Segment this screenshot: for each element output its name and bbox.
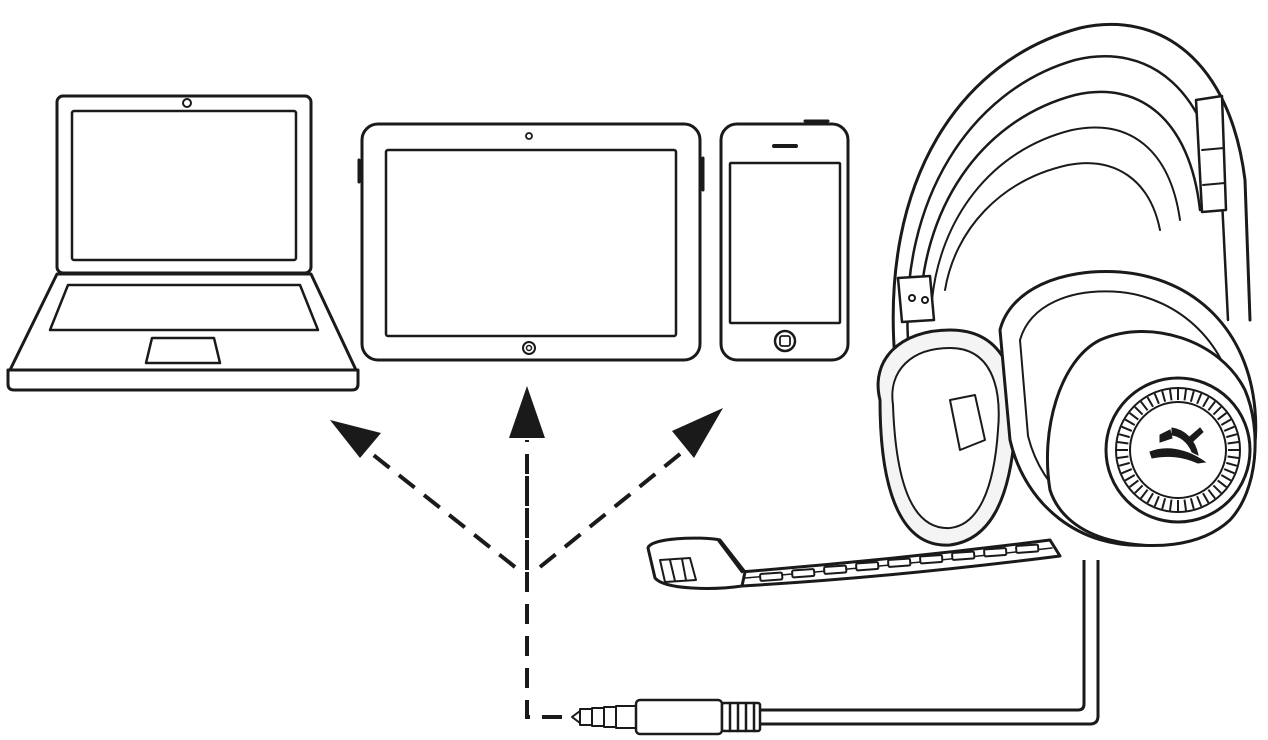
- grille-tick: [1140, 489, 1149, 500]
- arrowhead-laptop: [330, 420, 381, 458]
- boom-segment: [1015, 543, 1040, 554]
- grille-tick: [1161, 390, 1167, 402]
- grille-tick: [1202, 396, 1210, 408]
- grille-tick: [1128, 412, 1139, 421]
- boom-segment: [823, 564, 848, 575]
- grille-tick: [1121, 425, 1133, 432]
- grille-tick: [1124, 474, 1136, 482]
- grille-tick: [1161, 498, 1167, 510]
- grille-tick: [1202, 492, 1210, 504]
- boom-segment: [887, 557, 912, 568]
- grille-tick: [1227, 455, 1239, 459]
- grille-tick: [1153, 393, 1160, 405]
- boom-segment: [983, 547, 1008, 558]
- dashed-arrows: [330, 386, 723, 719]
- grille-tick: [1169, 499, 1173, 511]
- grille-tick: [1146, 492, 1154, 504]
- grille-tick: [1220, 474, 1232, 482]
- grille-tick: [1220, 418, 1232, 426]
- grille-tick: [1134, 406, 1144, 416]
- grille-tick: [1183, 499, 1187, 511]
- grille-tick: [1226, 461, 1238, 467]
- arrowhead-phone: [672, 408, 723, 458]
- arrow-to-laptop: [360, 444, 517, 569]
- grille-tick: [1217, 412, 1228, 421]
- boom-segment: [855, 561, 880, 572]
- grille-tick: [1117, 455, 1129, 459]
- grille-tick: [1196, 495, 1203, 507]
- grille-tick: [1183, 389, 1187, 401]
- grille-tick: [1169, 389, 1173, 401]
- grille-tick: [1121, 468, 1133, 475]
- grille-tick: [1140, 400, 1149, 411]
- boom-segments: [759, 543, 1040, 582]
- hyperx-logo: [1149, 427, 1207, 464]
- boom-segment: [919, 554, 944, 565]
- grille-tick: [1117, 441, 1129, 445]
- grille-tick: [1128, 479, 1139, 488]
- boom-segment: [791, 568, 816, 579]
- grille-tick: [1196, 393, 1203, 405]
- grille-tick: [1212, 406, 1222, 416]
- smartphone-icon: [719, 119, 850, 362]
- tablet-icon: [357, 122, 705, 362]
- grille-tick: [1189, 390, 1195, 402]
- microphone-boom: [646, 536, 1062, 590]
- grille-tick: [1226, 433, 1238, 439]
- boom-segment: [759, 571, 784, 582]
- grille-tick: [1217, 479, 1228, 488]
- grille-tick: [1124, 418, 1136, 426]
- laptop-icon: [6, 94, 360, 392]
- grille-tick: [1207, 489, 1216, 500]
- headset-cable: [760, 560, 1100, 726]
- grille-tick: [1207, 400, 1216, 411]
- arrow-stem: [525, 460, 562, 719]
- grille-tick: [1227, 441, 1239, 445]
- grille-tick: [1212, 484, 1222, 494]
- audio-jack-icon: [571, 698, 762, 736]
- grille-tick: [1146, 396, 1154, 408]
- headset-icon: [876, 22, 1258, 547]
- grille-tick: [1153, 495, 1160, 507]
- grille-tick: [1223, 468, 1235, 475]
- grille-tick: [1189, 498, 1195, 510]
- grille-tick: [1118, 433, 1130, 439]
- grille-tick: [1223, 425, 1235, 432]
- arrow-to-phone: [538, 444, 692, 569]
- arrowhead-tablet: [509, 386, 545, 438]
- grille-tick: [1118, 461, 1130, 467]
- grille-tick: [1134, 484, 1144, 494]
- ear-cup-grille: [1117, 389, 1239, 511]
- boom-segment: [951, 550, 976, 561]
